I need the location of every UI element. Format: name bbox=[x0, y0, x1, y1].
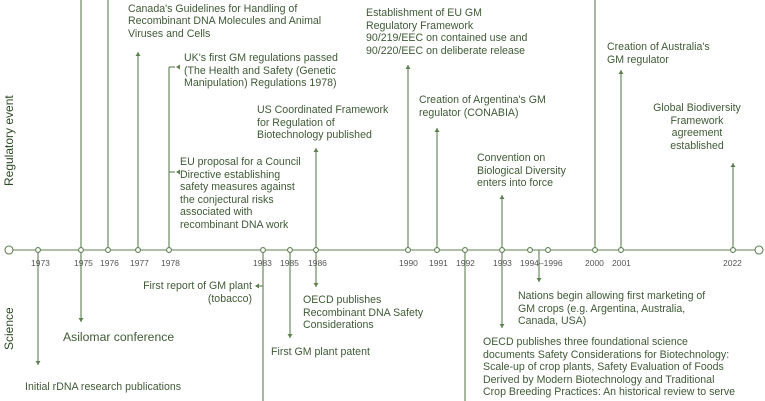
regulatory-axis-label: Regulatory event bbox=[2, 95, 16, 186]
year-label-2000: 2000 bbox=[585, 258, 604, 268]
event-uk-regulations: UK's first GM regulations passed (The He… bbox=[184, 52, 338, 90]
year-node-2022 bbox=[730, 247, 736, 253]
year-node-1985 bbox=[287, 247, 293, 253]
science-axis-label: Science bbox=[2, 307, 16, 350]
arrow-oecd-three bbox=[499, 324, 505, 328]
year-label-1976: 1976 bbox=[100, 258, 119, 268]
year-label-1992: 1992 bbox=[456, 258, 475, 268]
axis-start-node bbox=[4, 245, 14, 255]
year-label-1985: 1985 bbox=[280, 258, 299, 268]
year-node-1976 bbox=[105, 247, 111, 253]
year-node-1986 bbox=[313, 247, 319, 253]
arrow-us-framework bbox=[313, 148, 319, 152]
arrow-oecd-rdna bbox=[313, 283, 319, 287]
arrow-gbf bbox=[730, 163, 736, 167]
arrow-first-gm-plant bbox=[255, 283, 259, 289]
year-node-1983 bbox=[260, 247, 266, 253]
year-node-1977 bbox=[135, 247, 141, 253]
arrow-eu-framework bbox=[405, 65, 411, 69]
event-oecd-rdna-safety: OECD publishes Recombinant DNA Safety Co… bbox=[303, 294, 424, 332]
year-node-2000 bbox=[592, 247, 598, 253]
event-initial-rdna-publications: Initial rDNA research publications bbox=[25, 381, 182, 393]
year-label-1990: 1990 bbox=[399, 258, 418, 268]
year-label-1991: 1991 bbox=[429, 258, 448, 268]
axis-end-node bbox=[754, 245, 764, 255]
event-asilomar-conference: Asilomar conference bbox=[63, 330, 175, 344]
event-first-gm-plant-patent: First GM plant patent bbox=[271, 346, 370, 358]
event-biodiversity-convention: Convention on Biological Diversity enter… bbox=[477, 152, 566, 190]
event-eu-framework: Establishment of EU GM Regulatory Framew… bbox=[366, 7, 528, 57]
arrow-initial-rdna bbox=[35, 361, 41, 365]
event-global-biodiversity-framework: Global Biodiversity Framework agreement … bbox=[653, 102, 741, 152]
arrow-biodiversity bbox=[499, 195, 505, 199]
year-node-1993 bbox=[499, 247, 505, 253]
arrow-gm-patent bbox=[287, 334, 293, 338]
event-argentina-regulator: Creation of Argentina's GM regulator (CO… bbox=[419, 94, 546, 119]
year-label-1993: 1993 bbox=[493, 258, 512, 268]
event-oecd-three-documents: OECD publishes three foundational scienc… bbox=[483, 336, 736, 399]
arrow-asilomar bbox=[78, 318, 84, 322]
event-first-gm-plant: First report of GM plant (tobacco) bbox=[143, 280, 252, 305]
year-node-1996 bbox=[545, 247, 551, 253]
arrow-eu-proposal bbox=[176, 169, 180, 175]
year-label-1983: 1983 bbox=[253, 258, 272, 268]
year-node-1975 bbox=[78, 247, 84, 253]
year-label-1973: 1973 bbox=[31, 258, 50, 268]
year-label-1978: 1978 bbox=[161, 258, 180, 268]
year-node-1991 bbox=[434, 247, 440, 253]
event-us-framework: US Coordinated Framework for Regulation … bbox=[257, 104, 389, 142]
year-node-1992 bbox=[462, 247, 468, 253]
year-node-1973 bbox=[35, 247, 41, 253]
year-node-1990 bbox=[405, 247, 411, 253]
event-australia-regulator: Creation of Australia's GM regulator bbox=[607, 41, 710, 66]
event-eu-proposal: EU proposal for a Council Directive esta… bbox=[180, 156, 301, 231]
arrow-marketing bbox=[536, 278, 542, 282]
year-node-1978 bbox=[166, 247, 172, 253]
arrow-uk-regulations bbox=[176, 64, 180, 70]
year-label-1977: 1977 bbox=[130, 258, 149, 268]
arrow-australia bbox=[618, 70, 624, 74]
year-label-1986: 1986 bbox=[308, 258, 327, 268]
arrow-canada bbox=[135, 52, 141, 56]
year-label-1975: 1975 bbox=[74, 258, 93, 268]
year-node-1994 bbox=[527, 247, 533, 253]
event-first-gm-crop-marketing: Nations begin allowing first marketing o… bbox=[518, 290, 706, 328]
year-label-2022: 2022 bbox=[723, 258, 742, 268]
year-label-1994-1996: 1994–1996 bbox=[520, 258, 563, 268]
event-canada-guidelines: Medical Research Council of Canada's Gui… bbox=[128, 0, 322, 40]
arrow-argentina bbox=[434, 128, 440, 132]
year-label-2001: 2001 bbox=[612, 258, 631, 268]
year-node-2001 bbox=[618, 247, 624, 253]
